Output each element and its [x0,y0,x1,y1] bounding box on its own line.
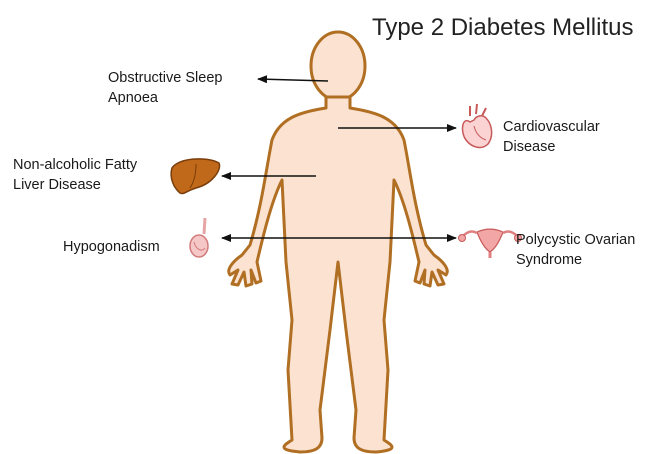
label-line: Hypogonadism [63,237,160,257]
testis-icon [190,218,208,257]
label-line: Disease [503,137,600,157]
label-pcos: Polycystic Ovarian Syndrome [516,230,635,270]
label-hypogonadism: Hypogonadism [63,237,160,257]
uterus-icon [459,229,522,258]
label-line: Liver Disease [13,175,137,195]
body-outline [229,97,448,452]
label-line: Obstructive Sleep [108,68,222,88]
human-body-figure [229,32,448,452]
label-line: Syndrome [516,250,635,270]
head [311,32,365,100]
label-line: Polycystic Ovarian [516,230,635,250]
label-line: Apnoea [108,88,222,108]
diagram-title: Type 2 Diabetes Mellitus [372,14,633,42]
label-cardiovascular-disease: Cardiovascular Disease [503,117,600,157]
label-line: Cardiovascular [503,117,600,137]
label-nafld: Non-alcoholic Fatty Liver Disease [13,155,137,195]
label-line: Non-alcoholic Fatty [13,155,137,175]
label-obstructive-sleep-apnoea: Obstructive Sleep Apnoea [108,68,222,108]
heart-icon [463,104,492,147]
liver-icon [171,159,219,194]
